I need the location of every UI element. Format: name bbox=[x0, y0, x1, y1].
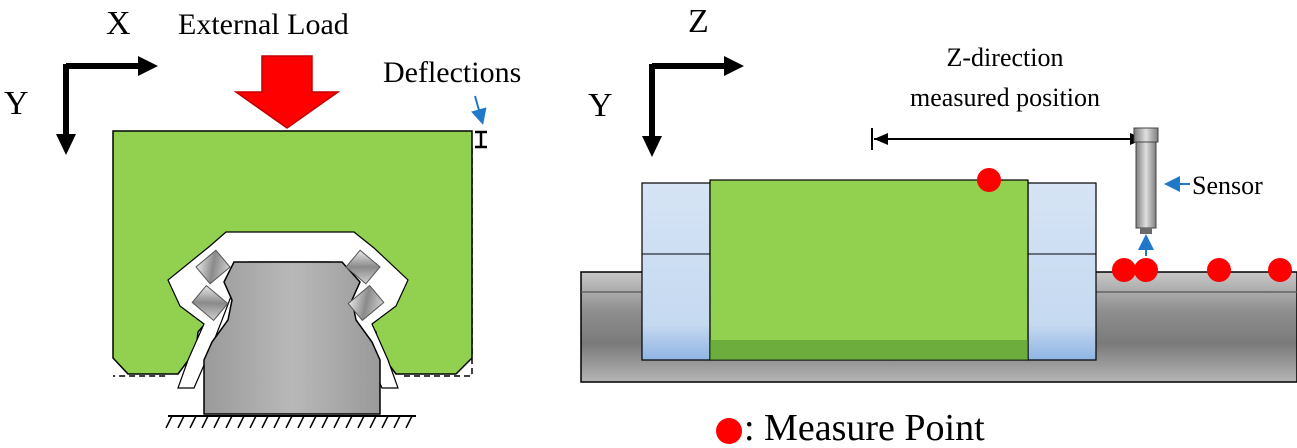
legend: : Measure Point bbox=[716, 407, 985, 448]
roller-set-left bbox=[191, 249, 231, 322]
deflection-pointer-icon bbox=[471, 95, 487, 125]
z-axis-arrowhead bbox=[724, 56, 744, 76]
deflections-label: Deflections bbox=[383, 56, 521, 89]
displacement-sensor-icon bbox=[1133, 127, 1159, 234]
end-cap-left bbox=[641, 182, 711, 361]
dimension-label-line2: measured position bbox=[910, 83, 1100, 112]
y-axis-label: Y bbox=[4, 85, 29, 122]
load-arrow-icon bbox=[233, 55, 341, 129]
carriage-block-shadow bbox=[710, 340, 1028, 360]
right-axes: Z Y bbox=[588, 3, 744, 157]
x-axis-label: X bbox=[106, 5, 131, 42]
sensor-label: Sensor bbox=[1192, 171, 1263, 200]
end-cap-right bbox=[1027, 182, 1097, 361]
deflection-gap-marker-icon bbox=[475, 130, 487, 149]
y-axis-label-right: Y bbox=[588, 87, 613, 124]
y-axis-arrowhead-right bbox=[642, 136, 662, 157]
external-load-label: External Load bbox=[178, 8, 349, 41]
legend-label: : Measure Point bbox=[744, 407, 985, 448]
y-axis-arrowhead bbox=[56, 134, 76, 155]
ground-hatch bbox=[165, 415, 416, 429]
measure-point-rail-2 bbox=[1134, 258, 1158, 282]
left-axes: X Y bbox=[4, 5, 158, 155]
z-direction-dimension bbox=[871, 128, 1147, 150]
carriage-block-side bbox=[709, 179, 1029, 361]
measure-point-rail-1 bbox=[1112, 258, 1136, 282]
legend-measure-point-icon bbox=[716, 418, 742, 444]
rail-profile bbox=[203, 261, 381, 415]
x-axis-arrowhead bbox=[138, 56, 158, 76]
roller-set-right bbox=[345, 249, 385, 322]
measure-point-rail-3 bbox=[1207, 258, 1231, 282]
dimension-label-line1: Z-direction bbox=[947, 43, 1064, 72]
z-axis-label: Z bbox=[688, 3, 709, 40]
measure-point-rail-4 bbox=[1268, 258, 1292, 282]
measure-point-block-top bbox=[977, 168, 1001, 192]
